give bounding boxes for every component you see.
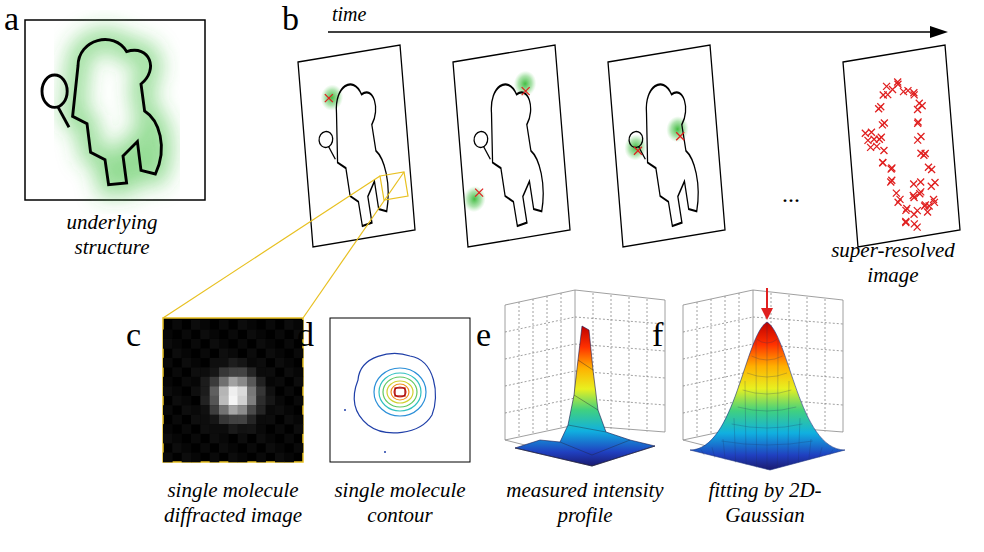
localization-mark [888,166,895,173]
localization-mark [914,137,921,144]
localization-mark [922,201,929,208]
localization-mark [868,129,875,136]
localization-mark [928,166,935,173]
localization-mark [864,137,871,144]
localization-mark [902,218,909,225]
panel-letter: a [4,2,19,36]
panel-caption: fitting by 2D-Gaussian [695,478,835,528]
time-frame [298,45,415,247]
panel-caption: single molecule contour [315,478,485,528]
localization-mark [920,152,927,159]
localization-mark [911,220,918,227]
localization-mark [902,219,909,226]
panel-letter: e [476,318,491,352]
panel-letter: d [297,318,314,352]
axis-label: time [332,4,366,24]
localization-mark [910,89,917,96]
localization-mark [894,79,901,86]
localization-mark [895,199,902,206]
localization-mark [878,134,885,141]
localization-mark [862,130,869,137]
localization-mark [917,178,924,185]
localization-mark [881,119,888,126]
localization-mark [879,159,886,166]
localization-mark [325,94,333,102]
localization-mark [914,106,921,113]
localization-mark [917,188,924,195]
localization-mark [880,147,887,154]
localization-mark [475,189,483,197]
panel-caption: underlying structure [47,210,177,260]
time-frame [608,45,725,247]
localization-mark [888,177,895,184]
localization-mark [877,103,884,110]
localization-mark [911,194,918,201]
panel-caption: super-resolved image [813,238,973,288]
localization-mark [522,87,530,95]
panel-caption: measured intensity profile [493,478,678,528]
panel-letter: c [126,318,141,352]
localization-mark [871,136,878,143]
localization-mark [893,190,900,197]
time-frame [843,45,960,247]
ellipsis: ... [782,182,800,206]
panel-caption: single molecule diffracted image [138,478,328,528]
localization-mark [914,120,921,127]
localization-mark [911,211,918,218]
localization-mark [904,87,911,94]
panel-letter: f [652,318,663,352]
localization-mark [634,147,642,155]
localization-mark [873,143,880,150]
localization-mark [910,181,917,188]
localization-mark [879,159,886,166]
localization-mark [867,144,874,151]
localization-mark [676,132,684,140]
localization-mark [903,205,910,212]
localization-mark [928,183,935,190]
panel-letter: b [282,2,299,36]
time-frame [452,45,570,247]
